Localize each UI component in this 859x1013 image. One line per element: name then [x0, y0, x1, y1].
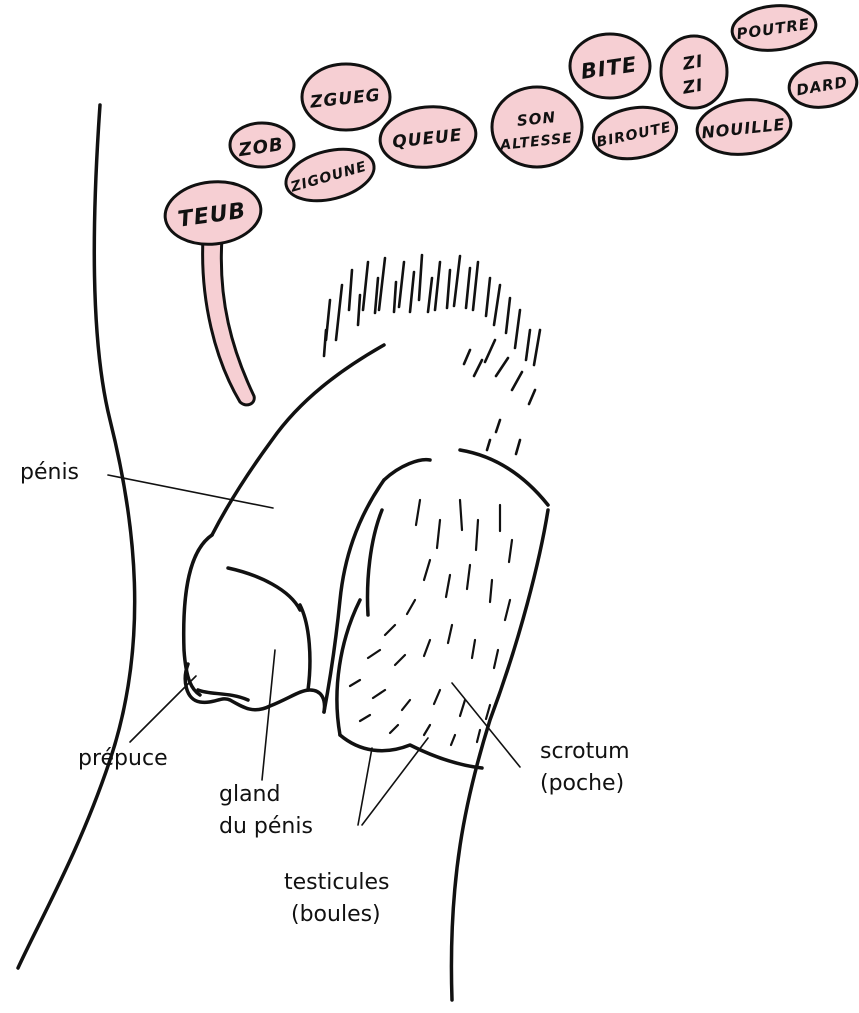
- bubble-teub: TEUB: [162, 177, 264, 249]
- bubble-zob: ZOB: [230, 123, 294, 167]
- label-gland-line2: du pénis: [219, 814, 313, 839]
- anatomy-labels: pénis prépuce gland du pénis scrotum (po…: [20, 460, 630, 927]
- label-penis: pénis: [20, 460, 79, 485]
- label-scrotum-line2: (poche): [540, 771, 624, 796]
- bubble-tail: [203, 238, 255, 405]
- bubble-queue: QUEUE: [377, 102, 479, 172]
- bubble-zizi-line1: ZI: [680, 51, 705, 74]
- glans-outline: [184, 535, 212, 695]
- slang-bubbles: TEUB ZOB ZGUEG ZIGOUNE QUEUE SON ALTESSE…: [162, 2, 859, 249]
- leader-lines: [108, 475, 520, 825]
- foreskin-tip: [185, 664, 324, 712]
- leader-scrotum: [452, 683, 520, 767]
- bubble-zizi-line2: ZI: [680, 75, 705, 98]
- bubble-dard: DARD: [786, 58, 859, 111]
- bubble-bite: BITE: [570, 34, 650, 98]
- glans-right: [300, 605, 310, 690]
- thigh-crease: [460, 450, 548, 505]
- bubble-zizi: ZI ZI: [661, 36, 727, 108]
- label-testicules-line1: testicules: [284, 870, 390, 895]
- scrotum-left-edge: [337, 600, 360, 735]
- left-thigh-line: [18, 105, 135, 968]
- label-prepuce: prépuce: [78, 746, 168, 771]
- body-outline: [18, 105, 548, 1000]
- label-scrotum-line1: scrotum: [540, 739, 630, 764]
- bubble-poutre: POUTRE: [730, 2, 818, 55]
- label-gland-line1: gland: [219, 782, 280, 807]
- pubic-hair: [324, 255, 540, 454]
- leader-gland: [262, 650, 275, 780]
- glans-ridge: [228, 568, 300, 610]
- leader-prepuce: [130, 676, 196, 742]
- scrotum-bottom: [340, 735, 482, 768]
- bubble-son-altesse: SON ALTESSE: [492, 87, 582, 167]
- scrotum-top-curve: [384, 460, 430, 480]
- shaft-underside: [324, 480, 384, 712]
- leader-penis: [108, 475, 273, 508]
- bubble-zigoune: ZIGOUNE: [281, 141, 380, 209]
- right-thigh-line: [451, 510, 548, 1000]
- scrotum-left-inner: [368, 510, 382, 615]
- penis-drawing: [184, 345, 548, 768]
- bubble-zgueg: ZGUEG: [302, 64, 390, 130]
- label-testicules-line2: (boules): [291, 902, 381, 927]
- bubble-biroute: BIROUTE: [589, 101, 680, 165]
